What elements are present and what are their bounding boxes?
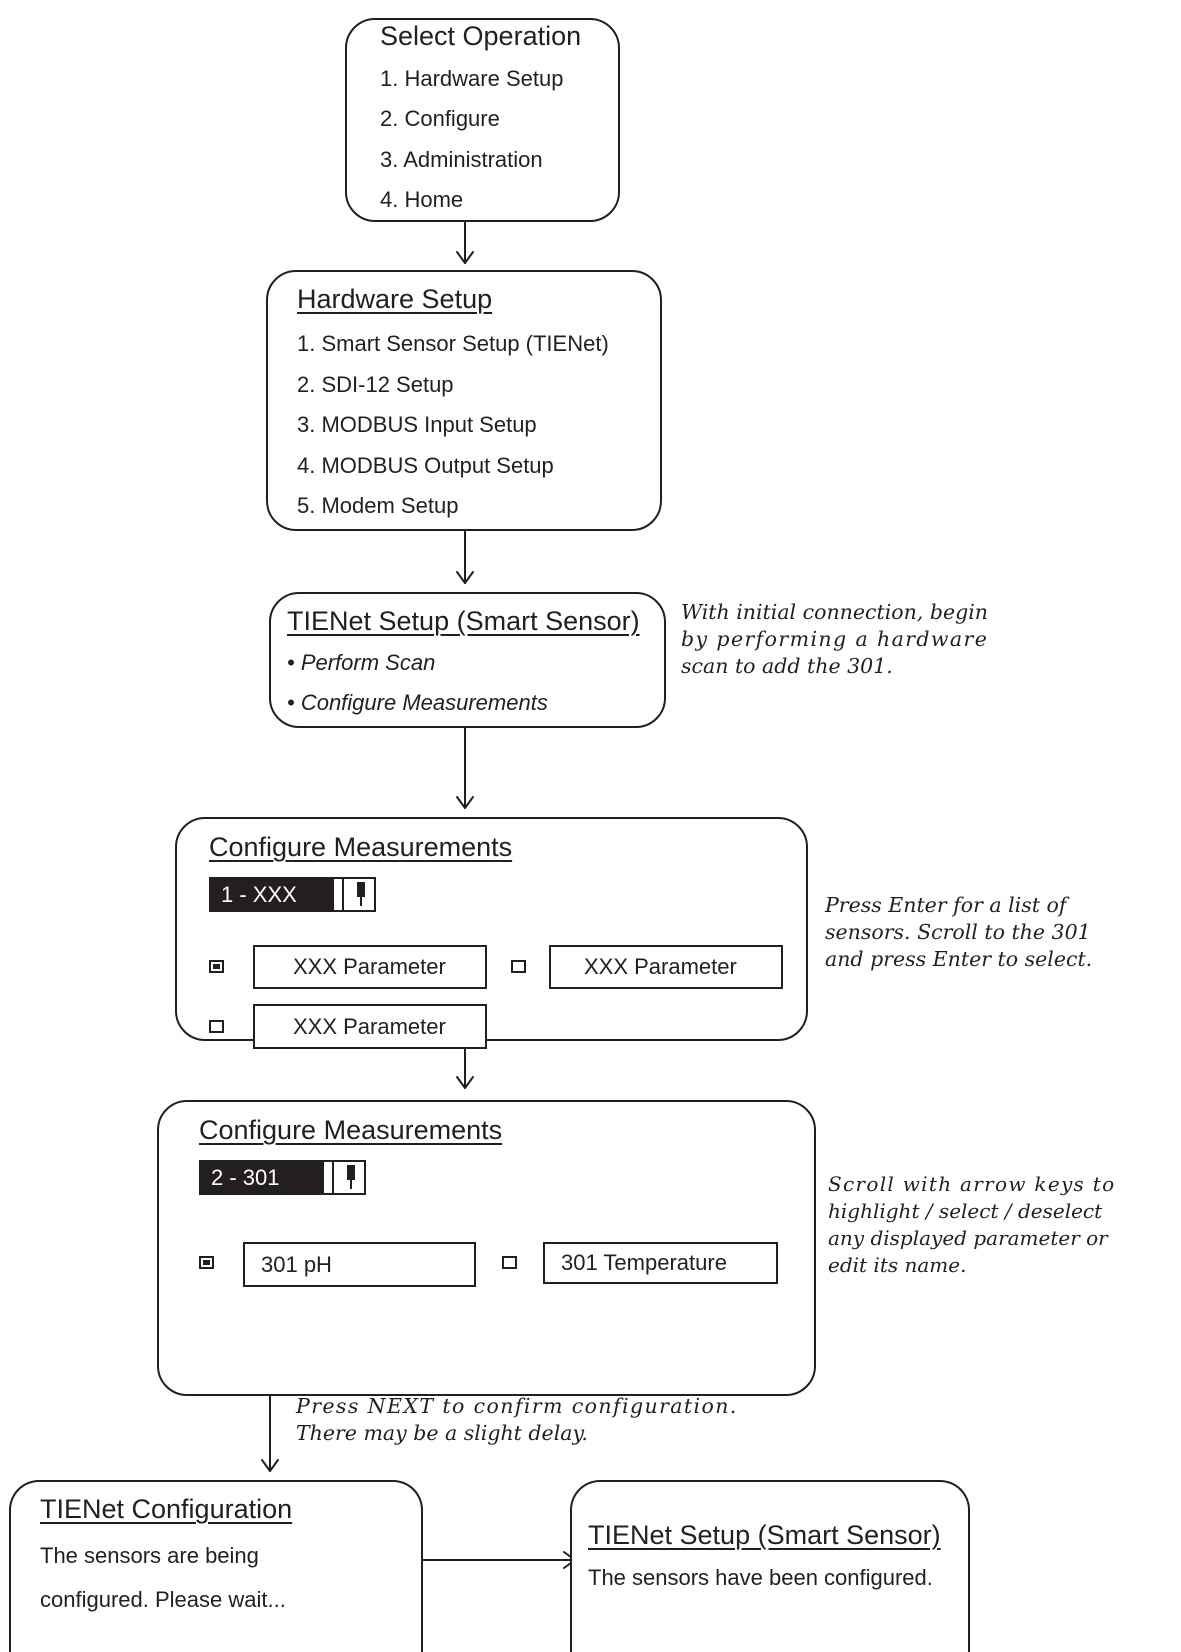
menu-item-configure[interactable]: 2. Configure [380,106,500,131]
configuration-status-line-1: The sensors are being [40,1543,259,1568]
sensor-selector-1[interactable]: 1 - XXX [209,877,376,912]
param-field-3[interactable]: XXX Parameter [253,1004,487,1049]
param-field-ph[interactable]: 301 pH [243,1242,476,1287]
note-line: scan to add the 301. [681,654,893,678]
param-checkbox-temperature[interactable] [502,1256,517,1269]
note-line: and press Enter to select. [825,947,1093,971]
menu-item-sdi12-setup[interactable]: 2. SDI-12 Setup [297,372,454,397]
note-line: With initial connection, begin [681,600,988,624]
menu-item-administration[interactable]: 3. Administration [380,147,543,172]
note-line: Scroll with arrow keys to [828,1172,1116,1196]
param-label: XXX Parameter [584,954,737,979]
param-checkbox-ph[interactable] [199,1256,214,1269]
menu-item-configure-measurements[interactable]: • Configure Measurements [287,690,548,715]
note-line: Press Enter for a list of [825,893,1067,917]
param-field-1[interactable]: XXX Parameter [253,945,487,989]
sensor-label-2: 2 - 301 [201,1162,324,1193]
param-label: XXX Parameter [293,1013,446,1039]
param-field-temperature[interactable]: 301 Temperature [543,1242,778,1284]
select-operation-box [345,18,620,222]
configure-measurements-note-1: Press Enter for a list of sensors. Scrol… [825,892,1092,973]
note-line: any displayed parameter or [828,1226,1108,1250]
tienet-setup-box [269,592,666,728]
tienet-setup-done-title: TIENet Setup (Smart Sensor) [588,1520,941,1550]
sensor-selector-2[interactable]: 2 - 301 [199,1160,366,1195]
param-field-2[interactable]: XXX Parameter [549,945,783,989]
note-line: sensors. Scroll to the 301 [825,920,1091,944]
sensor-label-1: 1 - XXX [211,879,334,910]
configure-measurements-note-2: Scroll with arrow keys to highlight / se… [828,1171,1115,1279]
menu-item-modbus-output-setup[interactable]: 4. MODBUS Output Setup [297,453,554,478]
menu-item-hardware-setup[interactable]: 1. Hardware Setup [380,66,564,91]
param-label: XXX Parameter [293,954,446,979]
note-line: Press NEXT to confirm configuration. [296,1394,738,1418]
tienet-configuration-box [9,1480,423,1652]
param-checkbox-1[interactable] [209,960,224,973]
menu-item-modem-setup[interactable]: 5. Modem Setup [297,493,459,518]
next-note: Press NEXT to confirm configuration. The… [296,1393,738,1447]
tienet-setup-title: TIENet Setup (Smart Sensor) [287,606,640,636]
param-checkbox-3[interactable] [209,1020,224,1033]
note-line: edit its name. [828,1253,967,1277]
sensor-probe-icon [344,879,374,910]
configuration-status-line-2: configured. Please wait... [40,1587,286,1612]
param-checkbox-2[interactable] [511,960,526,973]
note-line: There may be a slight delay. [296,1421,588,1445]
configure-measurements-box-1 [175,817,808,1041]
param-label: 301 Temperature [561,1250,727,1275]
menu-item-modbus-input-setup[interactable]: 3. MODBUS Input Setup [297,412,537,437]
hardware-setup-box [266,270,662,531]
configure-measurements-title-1: Configure Measurements [209,832,513,862]
configure-measurements-title-2: Configure Measurements [199,1115,503,1145]
select-operation-title: Select Operation [380,21,582,51]
tienet-configuration-title: TIENet Configuration [40,1494,293,1524]
sensor-probe-icon [334,1162,364,1193]
selector-divider [334,879,344,910]
param-label: 301 pH [261,1251,332,1277]
hardware-setup-title: Hardware Setup [297,284,493,314]
menu-item-smart-sensor-setup[interactable]: 1. Smart Sensor Setup (TIENet) [297,331,609,356]
tienet-setup-done-box [570,1480,970,1652]
note-line: highlight / select / deselect [828,1199,1103,1223]
note-line: by performing a hardware [681,627,989,651]
setup-done-status-line: The sensors have been configured. [588,1565,933,1590]
menu-item-perform-scan[interactable]: • Perform Scan [287,650,436,675]
selector-divider [324,1162,334,1193]
menu-item-home[interactable]: 4. Home [380,187,464,212]
tienet-setup-note: With initial connection, begin by perfor… [681,599,988,680]
